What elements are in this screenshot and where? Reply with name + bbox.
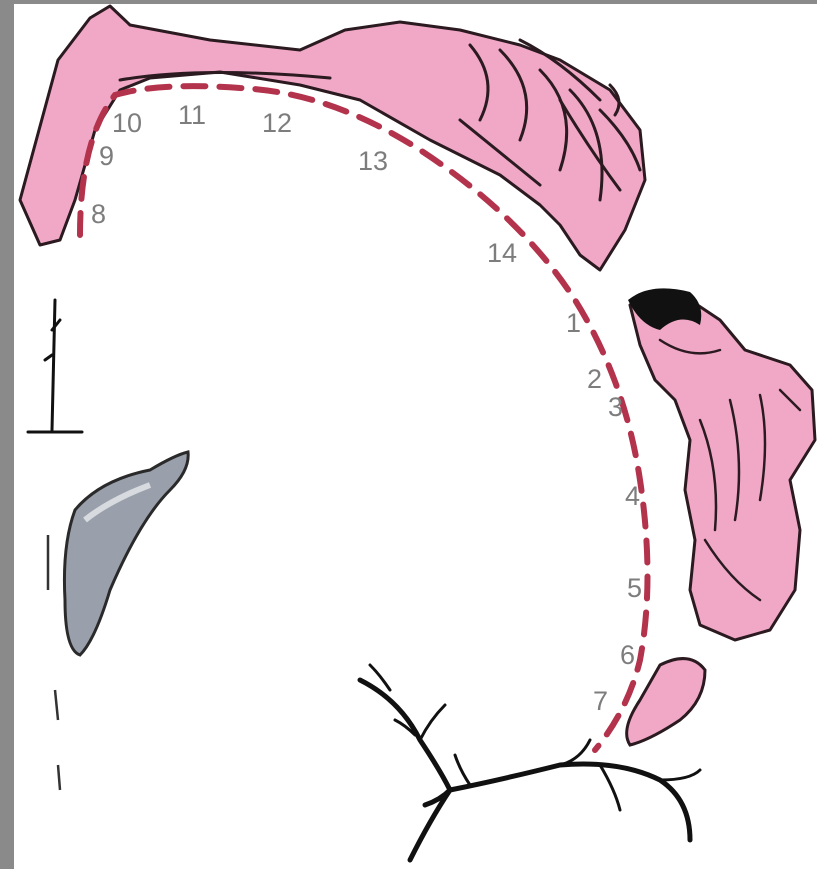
label-3: 3 <box>608 392 623 422</box>
lens-shape <box>64 452 188 655</box>
right-tissue <box>630 290 815 640</box>
frame-top-border <box>0 0 817 4</box>
label-8: 8 <box>91 199 106 229</box>
upper-tissue <box>20 6 645 270</box>
label-11: 11 <box>178 100 206 130</box>
label-13: 13 <box>358 146 388 176</box>
left-ticks <box>48 535 60 790</box>
label-1: 1 <box>566 308 581 338</box>
label-2: 2 <box>587 364 602 394</box>
label-5: 5 <box>627 573 642 603</box>
label-4: 4 <box>625 481 640 511</box>
label-14: 14 <box>487 238 517 268</box>
frame-left-border <box>0 0 14 869</box>
label-10: 10 <box>112 108 142 138</box>
scale-marker <box>28 300 82 432</box>
label-9: 9 <box>99 141 114 171</box>
label-6: 6 <box>620 640 635 670</box>
label-12: 12 <box>262 108 292 138</box>
label-7: 7 <box>593 686 608 716</box>
